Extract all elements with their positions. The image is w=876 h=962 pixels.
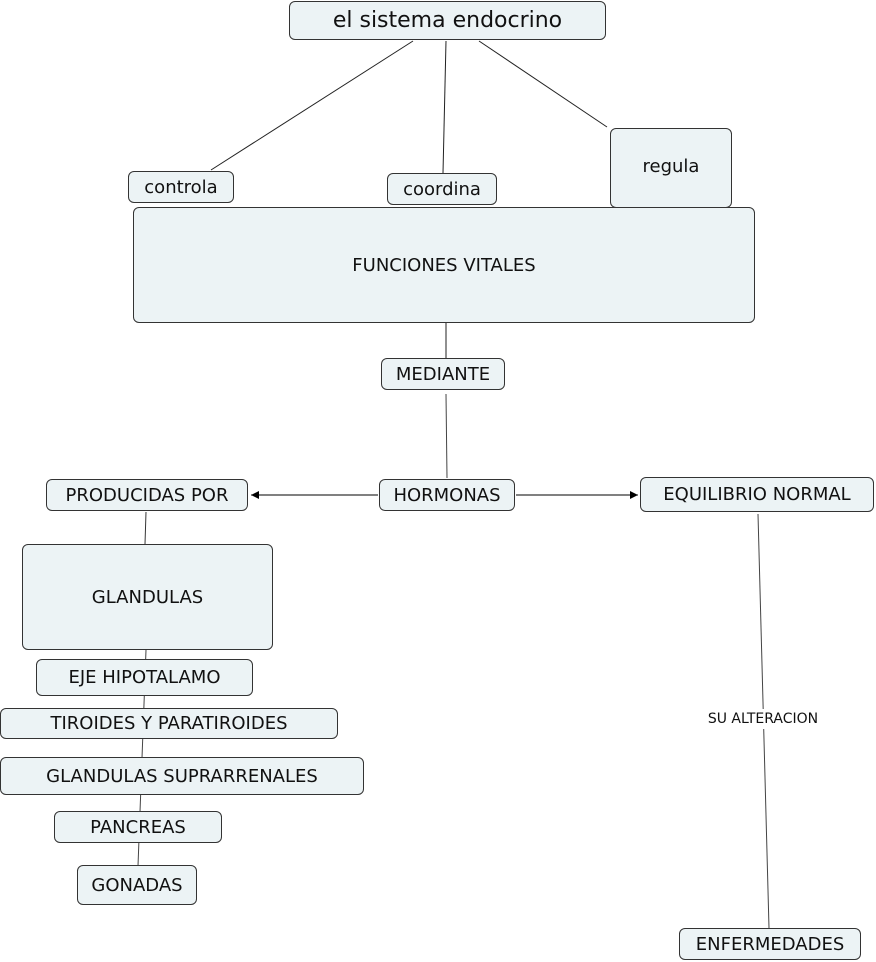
glandulas-node[interactable]: GLANDULAS [22, 544, 273, 650]
gland-gonadas[interactable]: GONADAS [77, 865, 197, 905]
link-root-controla [210, 40, 414, 171]
gland-eje-hipotalamo[interactable]: EJE HIPOTALAMO [36, 659, 253, 696]
root-node[interactable]: el sistema endocrino [289, 1, 606, 40]
link-root-coordina [442, 40, 447, 174]
su-alteracion-label: SU ALTERACION [706, 709, 820, 729]
gland-tiroides[interactable]: TIROIDES Y PARATIROIDES [0, 708, 338, 739]
producidas-por-node[interactable]: PRODUCIDAS POR [46, 479, 248, 511]
link-mediante-hormonas [445, 393, 448, 479]
verb-controla[interactable]: controla [128, 171, 234, 203]
link-producidas-glandulas [144, 511, 147, 545]
hormonas-node[interactable]: HORMONAS [379, 479, 515, 511]
verb-coordina[interactable]: coordina [387, 173, 497, 205]
mediante-node[interactable]: MEDIANTE [381, 358, 505, 390]
enfermedades-node[interactable]: ENFERMEDADES [679, 928, 861, 960]
funciones-vitales-node[interactable]: FUNCIONES VITALES [133, 207, 755, 323]
gland-pancreas[interactable]: PANCREAS [54, 811, 222, 843]
verb-regula[interactable]: regula [610, 128, 732, 208]
link-root-regula [478, 40, 608, 128]
equilibrio-normal-node[interactable]: EQUILIBRIO NORMAL [640, 477, 874, 512]
gland-suprarrenales[interactable]: GLANDULAS SUPRARRENALES [0, 757, 364, 795]
